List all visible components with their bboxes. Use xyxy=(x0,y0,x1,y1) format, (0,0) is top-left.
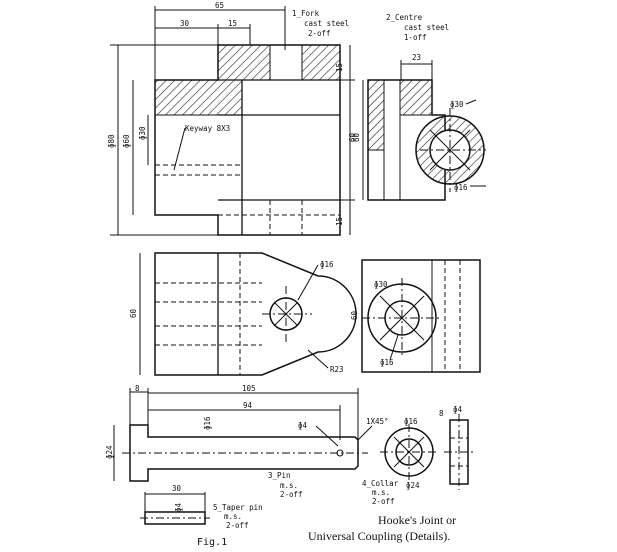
dim-30: 30 xyxy=(180,19,190,28)
dim-65: 65 xyxy=(215,1,224,10)
caption-line1: Hooke's Joint or xyxy=(378,513,456,527)
caption-line2: Universal Coupling (Details). xyxy=(308,529,450,543)
fork-label-line1: 1_Fork xyxy=(292,9,320,18)
centre-view: 2_Centre cast steel 1-off 23 ɸ30 ɸ16 60 xyxy=(352,13,486,201)
dim-side-dia30: ɸ30 xyxy=(374,280,388,289)
dim-taper-30: 30 xyxy=(172,484,182,493)
dim-collar-dia16: ɸ16 xyxy=(404,417,418,426)
dim-15: 15 xyxy=(228,19,237,28)
pin-label-line2: m.s. xyxy=(280,481,298,490)
dim-pin-dia4: ɸ4 xyxy=(298,421,308,430)
fork-label-line3: 2-off xyxy=(308,29,331,38)
centre-label-line2: cast steel xyxy=(404,23,449,32)
dim-23: 23 xyxy=(412,53,421,62)
taper-label-line1: 5_Taper pin xyxy=(213,503,263,512)
dim-pin-dia24: ɸ24 xyxy=(105,445,114,459)
centre-label-line1: 2_Centre xyxy=(386,13,423,22)
collar-label-line2: m.s. xyxy=(372,488,390,497)
taper-pin-view: 30 ɸ4 5_Taper pin m.s. 2-off xyxy=(140,484,263,530)
dim-pin-105: 105 xyxy=(242,384,256,393)
figure-label: Fig.1 xyxy=(197,537,227,548)
fork-label: 1_Fork cast steel 2-off xyxy=(292,9,349,38)
fork-plan-view: ɸ16 R23 60 xyxy=(129,252,357,376)
taper-label-line2: m.s. xyxy=(224,512,242,521)
dim-pin-94: 94 xyxy=(243,401,253,410)
collar-view: ɸ16 ɸ24 4_Collar m.s. 2-off 8 ɸ4 xyxy=(362,405,474,506)
fork-front-view: 65 30 15 ɸ80 ɸ60 ɸ30 Keyway 8 xyxy=(107,1,357,236)
dim-chamfer: 1X45° xyxy=(366,417,389,426)
dim-collar-dia24: ɸ24 xyxy=(406,481,420,490)
collar-label-line3: 2-off xyxy=(372,497,395,506)
collar-label-line1: 4_Collar xyxy=(362,479,399,488)
keyway-label: Keyway 8X3 xyxy=(185,124,230,133)
centre-label-line3: 1-off xyxy=(404,33,427,42)
dim-side-dia16: ɸ16 xyxy=(380,358,394,367)
dim-collar-8: 8 xyxy=(439,409,444,418)
dim-centre-dia16: ɸ16 xyxy=(454,183,468,192)
dim-side-60: 60 xyxy=(350,310,359,320)
dim-centre-dia30: ɸ30 xyxy=(450,100,464,109)
dim-taper-dia4: ɸ4 xyxy=(174,502,183,512)
dim-centre-60: 60 xyxy=(352,132,361,142)
pin-view: 8 105 94 ɸ4 ɸ16 ɸ24 1X45° 3_Pin m.s. 2-o… xyxy=(105,384,389,499)
taper-label-line3: 2-off xyxy=(226,521,249,530)
dim-pin-8: 8 xyxy=(135,384,140,393)
dim-pin-dia16: ɸ16 xyxy=(203,416,212,430)
pin-label-line3: 2-off xyxy=(280,490,303,499)
dim-dia60: ɸ60 xyxy=(122,134,131,148)
dim-plan-r23: R23 xyxy=(330,365,344,374)
dim-plan-60: 60 xyxy=(129,308,138,318)
dim-dia30: ɸ30 xyxy=(138,126,147,140)
dim-dia80: ɸ80 xyxy=(107,134,116,148)
pin-label-line1: 3_Pin xyxy=(268,471,291,480)
fork-label-line2: cast steel xyxy=(304,19,349,28)
dim-plan-dia16: ɸ16 xyxy=(320,260,334,269)
dim-15-top: 15 xyxy=(335,63,344,72)
dim-15-bot: 15 xyxy=(335,217,344,226)
centre-side-view: ɸ30 ɸ16 60 xyxy=(350,259,481,373)
dim-collar-dia4: ɸ4 xyxy=(453,405,463,414)
dim-60: 60 xyxy=(348,132,357,142)
